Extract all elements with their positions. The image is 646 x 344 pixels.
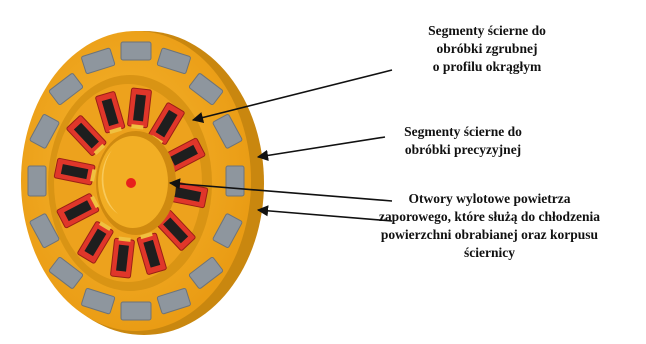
callout-precision-line-2: obróbki precyzyjnej	[378, 141, 548, 159]
callout-roughing-segments: Segmenty ściernе do obróbki zgrubnej o p…	[392, 22, 582, 76]
callout-outlets-line-3: powierzchni obrabianej oraz korpusu	[352, 226, 627, 244]
callout-outlets-line-2: zaporowego, które służą do chłodzenia	[352, 208, 627, 226]
outer-gray-segment	[121, 302, 151, 320]
outer-gray-segment	[28, 166, 46, 196]
outer-gray-segment	[226, 166, 244, 196]
callout-outlets-line-4: ściernicy	[352, 244, 627, 262]
center-hole	[126, 178, 136, 188]
callout-roughing-line-1: Segmenty ściernе do	[392, 22, 582, 40]
outer-gray-segment	[121, 42, 151, 60]
callout-precision-segments: Segmenty ściernе do obróbki precyzyjnej	[378, 123, 548, 159]
grinding-wheel	[21, 31, 264, 335]
callout-precision-line-1: Segmenty ściernе do	[378, 123, 548, 141]
arrow-precision	[258, 137, 385, 157]
callout-roughing-line-3: o profilu okrągłym	[392, 58, 582, 76]
callout-outlets-line-1: Otwory wylotowe powietrza	[352, 190, 627, 208]
inner-red-segment	[127, 88, 151, 130]
inner-red-segment	[110, 236, 134, 278]
callout-roughing-line-2: obróbki zgrubnej	[392, 40, 582, 58]
callout-air-outlets: Otwory wylotowe powietrza zaporowego, kt…	[352, 190, 627, 262]
